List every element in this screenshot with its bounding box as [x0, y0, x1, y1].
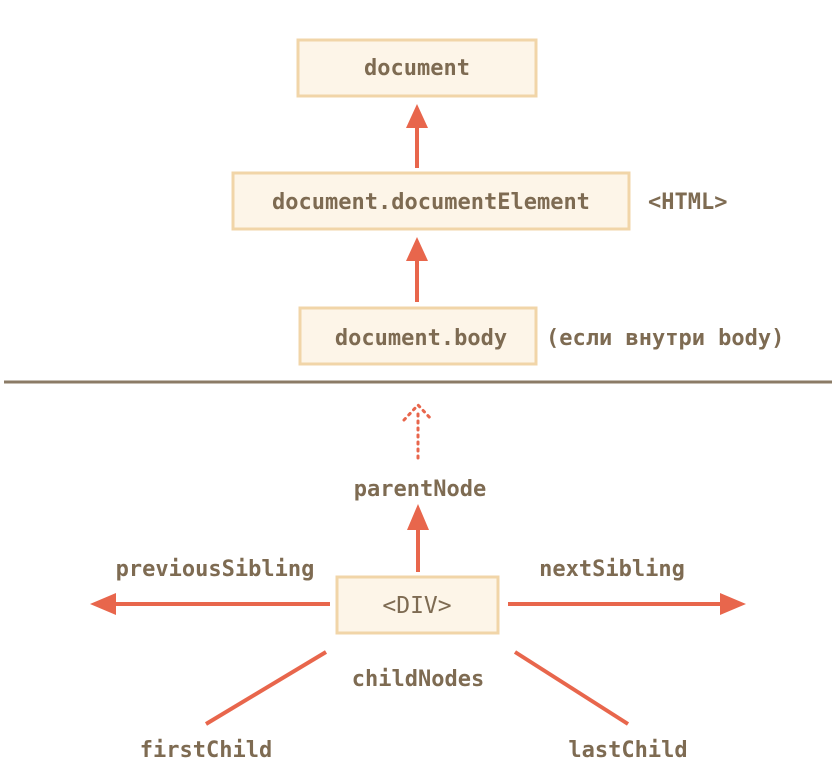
- arrow-to-document-element-head: [406, 237, 428, 261]
- arrow-to-document-head: [406, 104, 428, 128]
- previous-sibling-label: previousSibling: [116, 557, 315, 582]
- document-element-node-box: [231, 171, 631, 231]
- dotted-up-arrow-head: [402, 402, 434, 422]
- document-body-node: document.body: [298, 306, 538, 366]
- dotted-up-arrow: [402, 402, 434, 460]
- body-note: (если внутри body): [546, 326, 784, 351]
- parent-node-arrow-head: [407, 504, 429, 530]
- last-child-label: lastChild: [568, 738, 687, 763]
- previous-sibling-arrow-head: [90, 593, 116, 615]
- arrow-to-document-element: [406, 237, 428, 302]
- document-element-node-label: document.documentElement: [272, 190, 590, 215]
- arrow-to-document: [406, 104, 428, 168]
- document-body-node-label: document.body: [335, 326, 507, 351]
- next-sibling-arrow-head: [720, 593, 746, 615]
- next-sibling-arrow: [508, 593, 746, 615]
- div-node-label: <DIV>: [382, 593, 451, 619]
- document-node-box: [296, 38, 538, 98]
- next-sibling-label: nextSibling: [539, 557, 685, 582]
- first-child-line: [204, 650, 328, 726]
- div-node: <DIV>: [335, 575, 500, 635]
- document-element-node: document.documentElement: [231, 171, 631, 231]
- div-node-box: [335, 575, 500, 635]
- parent-node-label: parentNode: [354, 477, 486, 502]
- first-child-label: firstChild: [140, 738, 272, 763]
- child-nodes-label: childNodes: [352, 667, 484, 692]
- last-child-line: [513, 650, 630, 726]
- html-note: <HTML>: [648, 190, 727, 215]
- document-body-node-box: [298, 306, 538, 366]
- parent-node-arrow: [407, 504, 429, 572]
- document-node: document: [296, 38, 538, 98]
- document-node-label: document: [364, 56, 470, 81]
- previous-sibling-arrow: [90, 593, 330, 615]
